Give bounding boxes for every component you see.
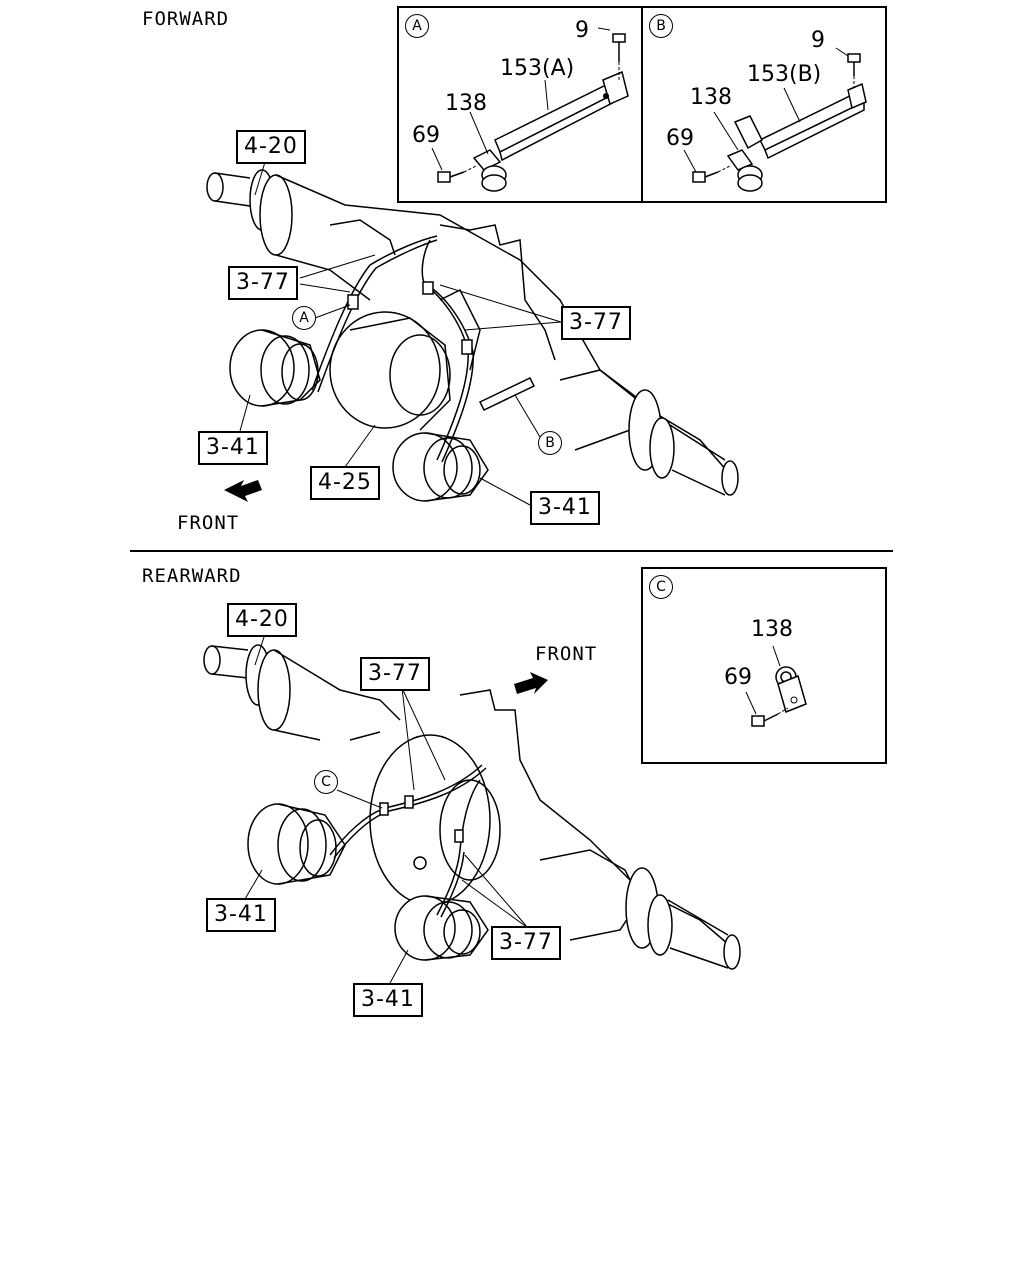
section-title-rearward: REARWARD <box>142 565 242 587</box>
callout-axle-shaft: 4-20 <box>236 130 306 164</box>
front-arrow-icon-rear <box>514 672 548 694</box>
detail-c-frame <box>641 567 887 764</box>
rearward-leader-lines <box>244 633 529 984</box>
front-arrow-icon <box>224 480 262 502</box>
detail-b-frame <box>641 6 887 203</box>
callout-brake-chamber-right-rear: 3-41 <box>353 983 423 1017</box>
callout-differential: 4-25 <box>310 466 380 500</box>
detail-c-clip-number: 138 <box>751 617 793 642</box>
detail-a-bracket-number: 153(A) <box>500 56 575 81</box>
detail-a-parts <box>431 27 629 192</box>
front-direction-label-rear: FRONT <box>535 643 598 665</box>
detail-b-bolt-number: 69 <box>666 126 694 151</box>
callout-brake-chamber-right: 3-41 <box>530 491 600 525</box>
detail-c-bolt-number: 69 <box>724 665 752 690</box>
callout-axle-shaft-rear: 4-20 <box>227 603 297 637</box>
forward-leader-lines <box>239 161 562 506</box>
detail-a-pointer: A <box>292 306 316 330</box>
callout-brake-chamber-left-rear: 3-41 <box>206 898 276 932</box>
detail-b-pointer: B <box>538 431 562 455</box>
detail-b-bracket-number: 153(B) <box>747 62 822 87</box>
detail-c-marker: C <box>649 575 673 599</box>
callout-brake-hose-upper-rear: 3-77 <box>360 657 430 691</box>
callout-brake-chamber-left: 3-41 <box>198 431 268 465</box>
detail-b-marker: B <box>649 14 673 38</box>
callout-brake-hose-lower-rear: 3-77 <box>491 926 561 960</box>
detail-b-clip-number: 138 <box>690 85 732 110</box>
detail-a-bolt-top-number: 9 <box>575 18 589 43</box>
detail-c-pointer: C <box>314 770 338 794</box>
detail-b-parts <box>683 47 867 192</box>
front-direction-label: FRONT <box>177 512 240 534</box>
callout-brake-hose-right: 3-77 <box>561 306 631 340</box>
detail-a-marker: A <box>405 14 429 38</box>
section-title-forward: FORWARD <box>142 8 230 30</box>
rearward-axle-drawing <box>203 644 741 970</box>
callout-brake-hose-upper: 3-77 <box>228 266 298 300</box>
detail-a-bolt-number: 69 <box>412 123 440 148</box>
detail-c-parts <box>745 645 807 727</box>
detail-a-clip-number: 138 <box>445 91 487 116</box>
detail-b-bolt-top-number: 9 <box>811 28 825 53</box>
forward-axle-drawing <box>206 169 739 502</box>
